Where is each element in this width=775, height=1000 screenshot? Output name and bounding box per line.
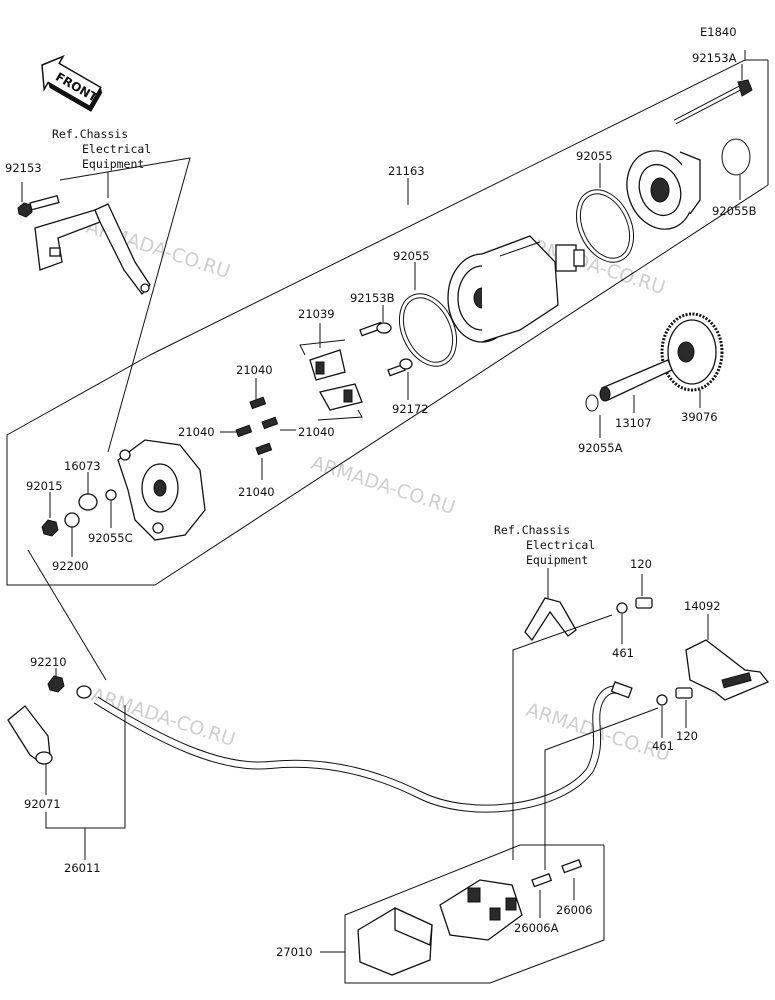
leader-line bbox=[27, 549, 107, 681]
o-ring-92055-mid bbox=[398, 262, 458, 367]
bolt-92153b bbox=[359, 305, 392, 337]
label-92172: 92172 bbox=[392, 402, 429, 416]
washer-92055a bbox=[585, 394, 601, 438]
end-cover bbox=[626, 150, 701, 230]
label-92055c: 92055C bbox=[88, 531, 133, 545]
label-92055-mid: 92055 bbox=[393, 249, 430, 263]
gear-39076 bbox=[660, 312, 724, 408]
leader-line bbox=[544, 707, 659, 870]
label-14092: 14092 bbox=[684, 599, 721, 613]
label-13107: 13107 bbox=[615, 416, 652, 430]
o-ring-92055-top bbox=[575, 163, 635, 263]
starter-motor-armature bbox=[447, 235, 585, 343]
brush-holder-21039 bbox=[299, 323, 363, 421]
starter-relay bbox=[357, 879, 523, 976]
terminal-cap-92071 bbox=[7, 705, 53, 795]
bolt-120-a bbox=[635, 574, 653, 609]
relay-frame-27010 bbox=[320, 844, 605, 984]
label-461-a: 461 bbox=[612, 646, 634, 660]
label-92153b: 92153B bbox=[350, 291, 395, 305]
label-461-b: 461 bbox=[652, 739, 674, 753]
label-92055-top: 92055 bbox=[576, 149, 613, 163]
fuse-26006 bbox=[561, 859, 583, 900]
bracket-part bbox=[34, 203, 151, 296]
label-16073: 16073 bbox=[64, 459, 101, 473]
starter-assembly-frame bbox=[6, 50, 769, 586]
label-92071: 92071 bbox=[24, 797, 61, 811]
washer-92200 bbox=[64, 512, 80, 557]
label-21163: 21163 bbox=[388, 164, 425, 178]
label-92153a: 92153A bbox=[692, 51, 737, 65]
label-120-b: 120 bbox=[676, 729, 698, 743]
front-cover bbox=[117, 439, 206, 541]
label-21039: 21039 bbox=[298, 307, 335, 321]
svg-text:Ref.Chassis: Ref.Chassis bbox=[52, 127, 128, 141]
label-120-a: 120 bbox=[630, 557, 652, 571]
label-26011: 26011 bbox=[64, 861, 101, 875]
label-26006: 26006 bbox=[556, 903, 593, 917]
nut-92015 bbox=[41, 492, 59, 537]
label-92055b: 92055B bbox=[712, 204, 757, 218]
label-21040-b: 21040 bbox=[178, 425, 215, 439]
o-ring-92055b bbox=[721, 138, 751, 200]
shaft-13107 bbox=[599, 359, 673, 413]
nut-92210 bbox=[47, 668, 65, 693]
bolt-120-b bbox=[675, 687, 693, 728]
bolt-92153a bbox=[673, 64, 753, 125]
washer-461-a bbox=[616, 602, 628, 644]
label-92200: 92200 bbox=[52, 559, 89, 573]
spring-21040 bbox=[220, 378, 296, 480]
ref-chassis-label-2: Ref.Chassis Electrical Equipment bbox=[494, 523, 613, 860]
relay-cover-14092 bbox=[685, 614, 770, 701]
label-27010: 27010 bbox=[276, 945, 313, 959]
washer-461-b bbox=[656, 694, 668, 738]
washer-92055c bbox=[105, 489, 117, 528]
svg-text:Equipment: Equipment bbox=[526, 553, 588, 567]
svg-text:Electrical: Electrical bbox=[82, 142, 151, 156]
label-92210: 92210 bbox=[30, 655, 67, 669]
ref-chassis-label-1: Ref.Chassis Electrical Equipment bbox=[52, 127, 191, 453]
diagram-code: E1840 bbox=[700, 25, 737, 39]
label-21040-a: 21040 bbox=[236, 363, 273, 377]
starter-cable-26011 bbox=[76, 681, 633, 813]
svg-text:Ref.Chassis: Ref.Chassis bbox=[494, 523, 570, 537]
label-92015: 92015 bbox=[26, 479, 63, 493]
label-21040-d: 21040 bbox=[238, 485, 275, 499]
bolt-92153 bbox=[17, 182, 60, 218]
label-26006a: 26006A bbox=[514, 921, 559, 935]
fuse-26006a bbox=[531, 873, 553, 918]
watermark: ARMADA-CO.RU bbox=[308, 452, 457, 519]
svg-text:Electrical: Electrical bbox=[526, 538, 595, 552]
part-labels: 92153A 92153 21163 92055 92055B 92055 92… bbox=[5, 51, 757, 959]
label-92153: 92153 bbox=[5, 161, 42, 175]
label-39076: 39076 bbox=[681, 410, 718, 424]
washer-16073 bbox=[78, 472, 98, 511]
screw-92172 bbox=[387, 358, 413, 400]
label-92055a: 92055A bbox=[578, 441, 623, 455]
label-21040-c: 21040 bbox=[298, 425, 335, 439]
svg-text:Equipment: Equipment bbox=[82, 157, 144, 171]
front-arrow-icon: FRONT bbox=[41, 54, 103, 112]
